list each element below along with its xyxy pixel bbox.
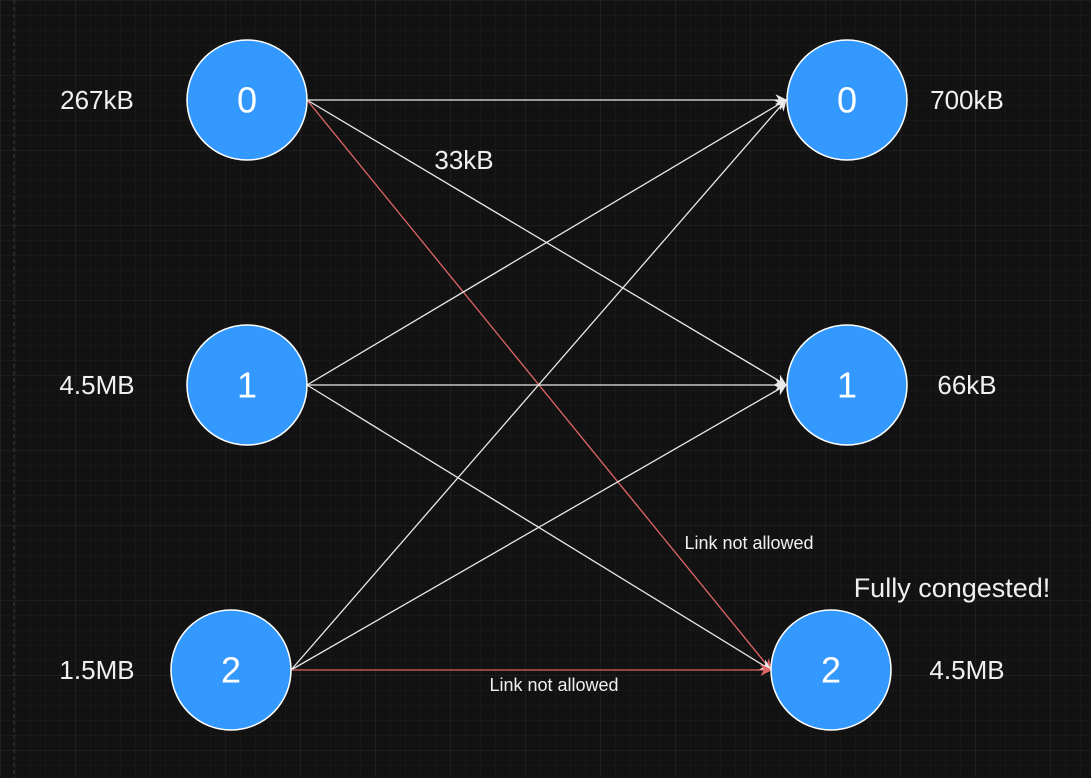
left-node-0[interactable]: 0 [186,39,308,161]
left-node-1-circle [186,324,308,446]
right-node-1-label: 1 [837,365,857,406]
left-node-2-circle [170,609,292,731]
left-node-1-label: 1 [237,365,257,406]
left-node-2[interactable]: 2 [170,609,292,731]
edge-l1-r0 [306,99,788,386]
edge-label-l2-r2: Link not allowed [489,675,618,695]
left-node-1[interactable]: 1 [186,324,308,446]
right-node-1[interactable]: 1 [786,324,908,446]
right-node-1-circle [786,324,908,446]
right-node-0-size: 700kB [930,85,1004,115]
right-node-2-size: 4.5MB [929,655,1004,685]
right-node-1-size: 66kB [937,370,996,400]
left-node-2-size: 1.5MB [59,655,134,685]
right-node-0[interactable]: 0 [786,39,908,161]
edge-l2-r1 [290,384,788,671]
right-node-0-circle [786,39,908,161]
edge-label-l0-r1: 33kB [434,145,493,175]
left-node-0-circle [186,39,308,161]
left-node-1-size: 4.5MB [59,370,134,400]
right-node-2[interactable]: 2 [770,609,892,731]
edge-label-l0-r2: Link not allowed [684,533,813,553]
congestion-note: Fully congested! [854,573,1051,603]
left-node-2-label: 2 [221,650,241,691]
right-node-2-circle [770,609,892,731]
edge-l2-r0 [290,99,787,671]
edges [290,94,788,676]
left-node-0-label: 0 [237,80,257,121]
right-node-0-label: 0 [837,80,857,121]
left-node-0-size: 267kB [60,85,134,115]
right-node-2-label: 2 [821,650,841,691]
